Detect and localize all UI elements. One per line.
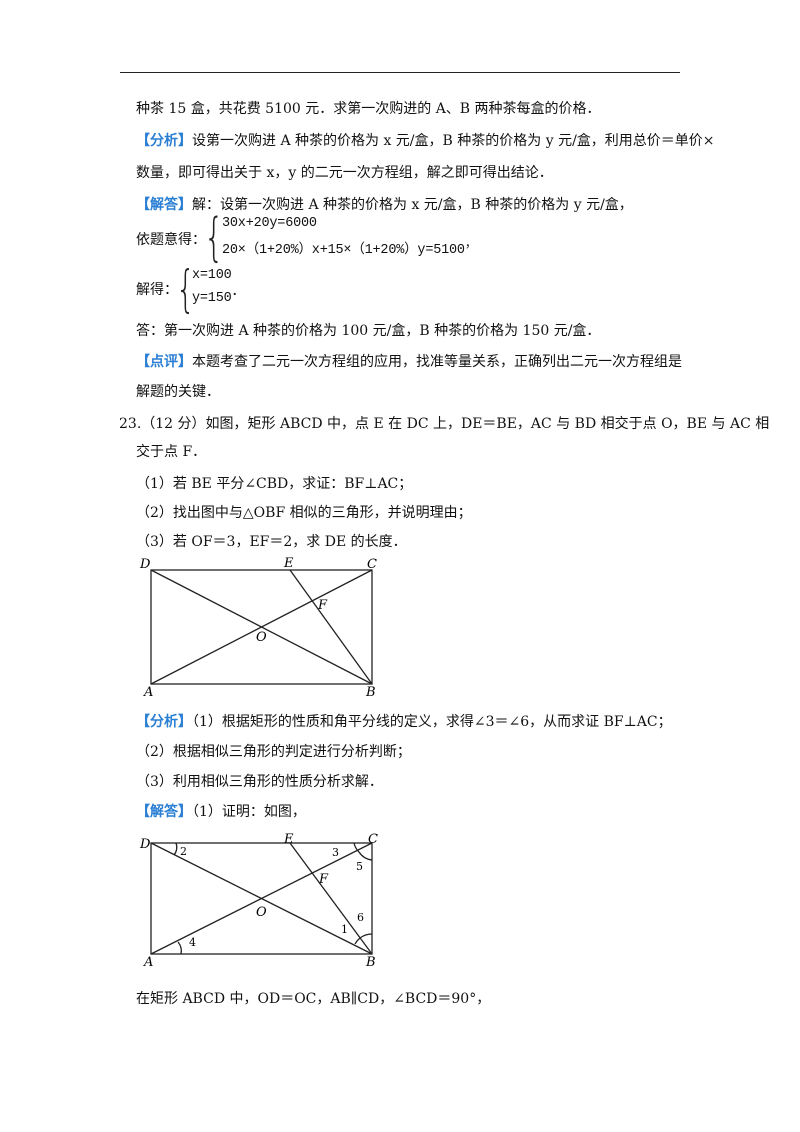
angle-label-1: 1 xyxy=(341,923,348,936)
solution-2-text: y=150 xyxy=(192,291,232,306)
solution-2-end: ． xyxy=(231,285,246,300)
angle-arc-3 xyxy=(353,842,360,853)
solve-intro: 解得： xyxy=(136,282,178,298)
label-a: A xyxy=(143,685,153,700)
angle-label-5: 5 xyxy=(356,860,363,873)
angle-arc-5 xyxy=(358,851,373,861)
label-d: D xyxy=(139,557,151,572)
question-part-3: （3）若 OF＝3，EF＝2，求 DE 的长度． xyxy=(136,534,407,550)
analysis2-item-3: （3）利用相似三角形的性质分析求解． xyxy=(136,774,383,790)
comment-text-cont: 解题的关键． xyxy=(136,384,220,400)
angle-label-2: 2 xyxy=(180,845,187,858)
angle-arc-2 xyxy=(173,842,178,856)
comment-text: 本题考查了二元一次方程组的应用，找准等量关系，正确列出二元一次方程组是 xyxy=(192,354,682,370)
segment-eb xyxy=(289,569,373,685)
label-c: C xyxy=(367,557,377,572)
equation-intro: 依题意得： xyxy=(136,232,206,248)
label-f: F xyxy=(317,598,328,613)
answer2-tag: 【解答】 xyxy=(136,804,192,820)
diagonal-ac-2 xyxy=(150,842,373,955)
label-a-2: A xyxy=(143,955,153,970)
angle-label-3: 3 xyxy=(332,846,339,859)
label-o: O xyxy=(256,630,267,645)
analysis2-tag: 【分析】 xyxy=(136,714,192,730)
angle-label-6: 6 xyxy=(357,911,364,924)
question-23-cont: 交于点 F． xyxy=(136,444,207,460)
segment-eb-2 xyxy=(289,842,373,955)
conclusion: 答：第一次购进 A 种茶的价格为 100 元/盒，B 种茶的价格为 150 元/… xyxy=(136,323,601,339)
rectangle-abcd xyxy=(150,569,373,685)
solution-brace: { xyxy=(176,260,196,318)
answer2-paragraph: 【解答】（1）证明：如图， xyxy=(136,802,306,822)
angle-label-4: 4 xyxy=(189,936,196,949)
analysis-text-cont: 数量，即可得出关于 x，y 的二元一次方程组，解之即可得出结论． xyxy=(136,165,553,181)
question-part-2: （2）找出图中与△OBF 相似的三角形，并说明理由； xyxy=(136,505,472,521)
equation-2-end: ， xyxy=(464,237,477,251)
label-f-2: F xyxy=(318,872,329,887)
analysis2-text: （1）根据矩形的性质和角平分线的定义，求得∠3＝∠6，从而求证 BF⊥AC； xyxy=(192,714,672,730)
analysis-paragraph: 【分析】设第一次购进 A 种茶的价格为 x 元/盒，B 种茶的价格为 y 元/盒… xyxy=(136,131,715,151)
header-rule xyxy=(120,72,680,73)
answer-paragraph: 【解答】解：设第一次购进 A 种茶的价格为 x 元/盒，B 种茶的价格为 y 元… xyxy=(136,195,633,215)
analysis-tag: 【分析】 xyxy=(136,133,192,149)
angle-arc-1 xyxy=(354,937,361,945)
solution-1: x=100 xyxy=(192,268,232,283)
label-b: B xyxy=(365,685,376,700)
comment-paragraph: 【点评】本题考查了二元一次方程组的应用，找准等量关系，正确列出二元一次方程组是 xyxy=(136,352,682,372)
label-d-2: D xyxy=(139,837,151,852)
equation-1: 30x+20y=6000 xyxy=(222,216,317,231)
angle-arc-6 xyxy=(359,933,373,939)
equation-2-text: 20×（1+20%）x+15×（1+20%）y=5100 xyxy=(222,243,465,258)
rectangle-abcd-2 xyxy=(150,842,373,955)
label-c-2: C xyxy=(368,832,378,847)
solution-2: y=150． xyxy=(192,285,245,308)
analysis-text: 设第一次购进 A 种茶的价格为 x 元/盒，B 种茶的价格为 y 元/盒，利用总… xyxy=(192,133,715,149)
angle-arc-4 xyxy=(177,941,182,955)
equation-brace: { xyxy=(204,208,224,268)
analysis2-item-2: （2）根据相似三角形的判定进行分析判断； xyxy=(136,744,411,760)
answer-tag: 【解答】 xyxy=(136,197,192,213)
question-23: 23.（12 分）如图，矩形 ABCD 中，点 E 在 DC 上，DE＝BE，A… xyxy=(119,416,770,432)
final-line: 在矩形 ABCD 中，OD＝OC，AB∥CD，∠BCD＝90°， xyxy=(136,991,491,1007)
diagonal-ac xyxy=(150,569,373,685)
label-o-2: O xyxy=(256,905,267,920)
answer2-text: （1）证明：如图， xyxy=(192,804,306,820)
question-part-1: （1）若 BE 平分∠CBD，求证：BF⊥AC； xyxy=(136,476,413,492)
equation-2: 20×（1+20%）x+15×（1+20%）y=5100， xyxy=(222,237,477,260)
label-e-2: E xyxy=(283,832,294,847)
label-b-2: B xyxy=(365,955,376,970)
analysis2-paragraph: 【分析】（1）根据矩形的性质和角平分线的定义，求得∠3＝∠6，从而求证 BF⊥A… xyxy=(136,712,672,732)
label-e: E xyxy=(283,556,294,571)
problem-text-line: 种茶 15 盒，共花费 5100 元．求第一次购进的 A、B 两种茶每盒的价格． xyxy=(136,101,601,117)
answer-text: 解：设第一次购进 A 种茶的价格为 x 元/盒，B 种茶的价格为 y 元/盒， xyxy=(192,197,633,213)
comment-tag: 【点评】 xyxy=(136,354,192,370)
